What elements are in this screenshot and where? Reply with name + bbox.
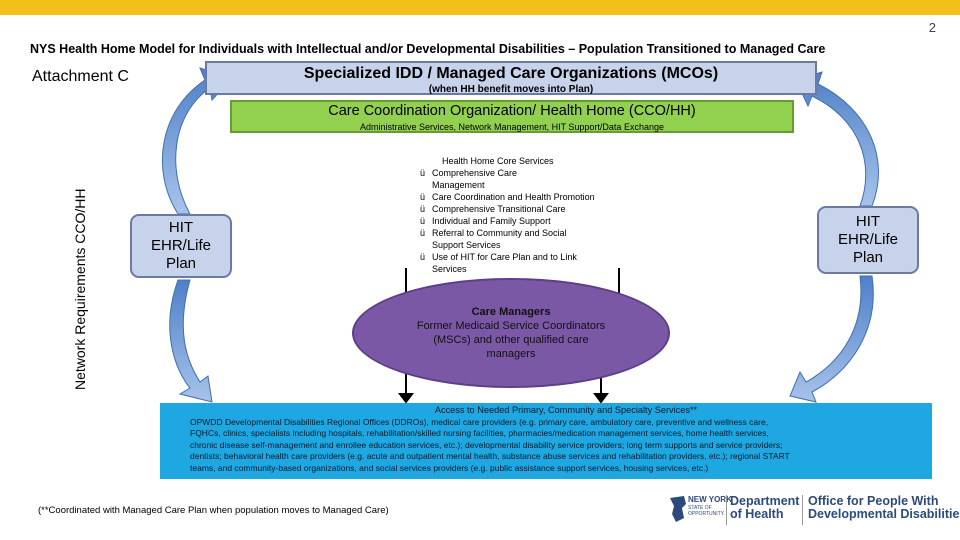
slide-title: NYS Health Home Model for Individuals wi… — [30, 42, 826, 56]
ny-state-logo — [670, 496, 686, 522]
checkmark-icon: ü — [420, 216, 426, 226]
care-managers-title: Care Managers — [471, 306, 551, 318]
hit-left-line: Plan — [165, 255, 197, 272]
services-line: teams, and community-based organizations… — [190, 462, 709, 473]
mco-subtitle: (when HH benefit moves into Plan) — [428, 84, 594, 95]
top-accent-bar — [0, 0, 960, 15]
cco-title: Care Coordination Organization/ Health H… — [328, 103, 696, 119]
footnote: (**Coordinated with Managed Care Plan wh… — [38, 505, 389, 516]
services-line: FQHCs, clinics, specialists including ho… — [190, 428, 769, 439]
attachment-label: Attachment C — [32, 68, 129, 85]
care-managers-line: managers — [486, 348, 536, 360]
checkmark-icon: ü — [420, 252, 426, 262]
hit-right-line: EHR/Life — [837, 231, 899, 248]
care-managers-line: Former Medicaid Service Coordinators — [416, 320, 606, 332]
services-box: Access to Needed Primary, Community and … — [160, 403, 932, 479]
network-requirements-label: Network Requirements CCO/HH — [72, 188, 88, 391]
hit-ehr-life-plan-right: HIT EHR/Life Plan — [817, 206, 919, 274]
core-services-title: Health Home Core Services — [442, 156, 554, 166]
hit-right-line: HIT — [855, 213, 881, 230]
hit-left-line: HIT — [168, 219, 194, 236]
mco-box: Specialized IDD / Managed Care Organizat… — [205, 61, 817, 95]
slide-number: 2 — [928, 20, 936, 35]
cco-subtitle: Administrative Services, Network Managem… — [360, 122, 664, 132]
hit-right-line: Plan — [852, 249, 884, 266]
ny-logo-text: NEW YORK — [688, 495, 732, 504]
arrow-right-lower — [789, 275, 874, 403]
logo-divider — [726, 495, 727, 525]
services-title: Access to Needed Primary, Community and … — [434, 405, 698, 415]
checkmark-icon: ü — [420, 192, 426, 202]
care-managers-ellipse: Care Managers Former Medicaid Service Co… — [352, 278, 670, 388]
mco-title: Specialized IDD / Managed Care Organizat… — [303, 65, 719, 82]
services-line: chronic disease self-management and enro… — [190, 439, 783, 450]
care-managers-line: (MSCs) and other qualified care — [433, 334, 589, 346]
services-line: OPWDD Developmental Disabilities Regiona… — [190, 416, 769, 427]
arrow-left-lower — [169, 279, 213, 403]
services-line: dentists; behavioral health care provide… — [190, 451, 790, 462]
logo-divider — [802, 495, 803, 525]
hit-left-line: EHR/Life — [150, 237, 212, 254]
checkmark-icon: ü — [420, 228, 426, 238]
cco-box: Care Coordination Organization/ Health H… — [230, 100, 794, 133]
hit-ehr-life-plan-left: HIT EHR/Life Plan — [130, 214, 232, 278]
checkmark-icon: ü — [420, 204, 426, 214]
checkmark-icon: ü — [420, 168, 426, 178]
